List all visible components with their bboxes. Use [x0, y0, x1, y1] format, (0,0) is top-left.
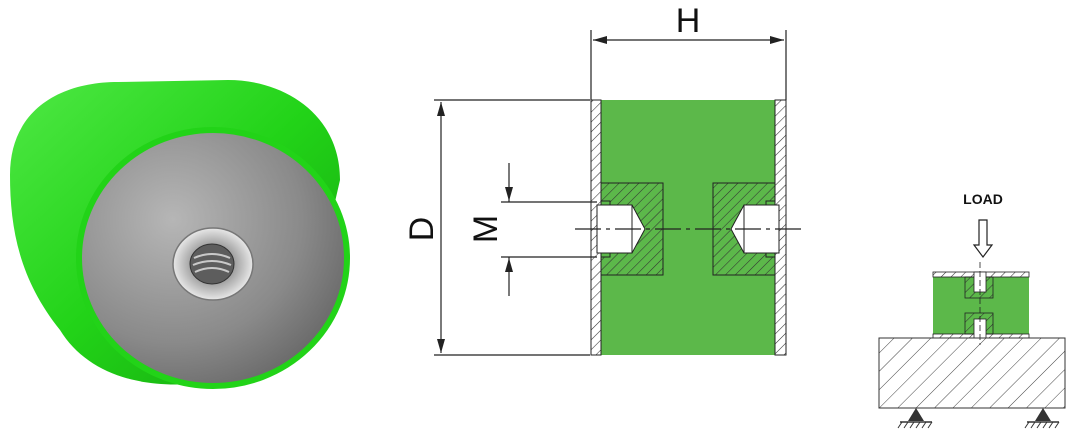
thread-hole: [189, 243, 235, 285]
left-support-icon: [908, 408, 924, 421]
h-arrow-left: [593, 36, 607, 44]
load-label: LOAD: [963, 191, 1003, 207]
mount-3d-view: [10, 80, 350, 389]
m-arrow-top: [505, 187, 513, 201]
cross-section-drawing: H D M: [403, 2, 805, 356]
h-arrow-right: [770, 36, 784, 44]
load-diagram: LOAD: [878, 191, 1066, 429]
base-plate: [878, 337, 1066, 409]
diameter-label: D: [403, 217, 441, 242]
height-label: H: [676, 2, 701, 40]
thread-label: M: [467, 215, 505, 243]
thread-lines: [192, 253, 232, 273]
d-arrow-top: [437, 102, 445, 116]
right-support-ground-hatch: [1024, 421, 1060, 429]
right-support-icon: [1035, 408, 1051, 421]
left-support-ground-hatch: [897, 421, 933, 429]
load-arrow-icon: [972, 219, 994, 258]
m-arrow-bottom: [505, 258, 513, 272]
d-arrow-bottom: [437, 339, 445, 353]
